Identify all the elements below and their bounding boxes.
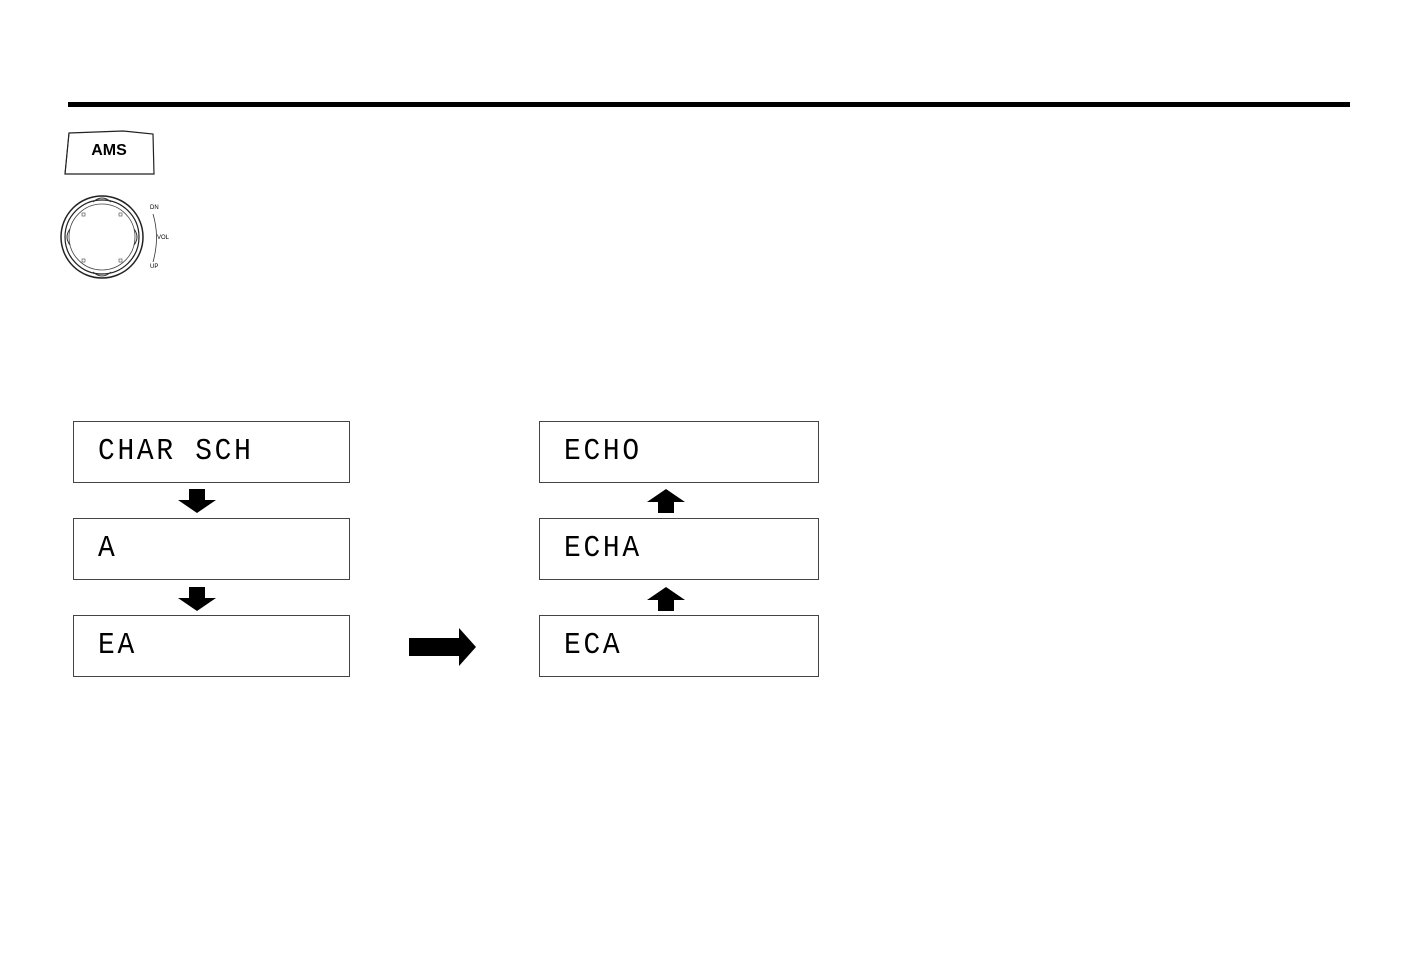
display-char-sch: CHAR SCH [73, 421, 350, 483]
down-arrow-icon [177, 587, 217, 611]
display-text: ECA [564, 628, 622, 663]
knob-label-up: UP [150, 264, 158, 270]
up-arrow-icon [646, 489, 686, 513]
right-arrow-icon [409, 628, 477, 666]
display-text: ECHA [564, 531, 642, 566]
knob-label-dn: DN [150, 205, 159, 211]
display-echa: ECHA [539, 518, 819, 580]
knob-label-vol: VOL [157, 235, 169, 241]
header-rule [68, 102, 1350, 107]
display-text: ECHO [564, 434, 642, 469]
up-arrow-icon [646, 587, 686, 611]
down-arrow-icon [177, 489, 217, 513]
volume-knob-icon [60, 192, 180, 292]
display-a: A [73, 518, 350, 580]
volume-knob[interactable]: DN VOL UP [60, 192, 180, 292]
display-text: CHAR SCH [98, 434, 254, 469]
display-text: EA [98, 628, 137, 663]
display-ea: EA [73, 615, 350, 677]
ams-button[interactable]: AMS [63, 128, 155, 176]
display-echo: ECHO [539, 421, 819, 483]
ams-button-label: AMS [63, 142, 155, 160]
display-eca: ECA [539, 615, 819, 677]
display-text: A [98, 531, 117, 566]
